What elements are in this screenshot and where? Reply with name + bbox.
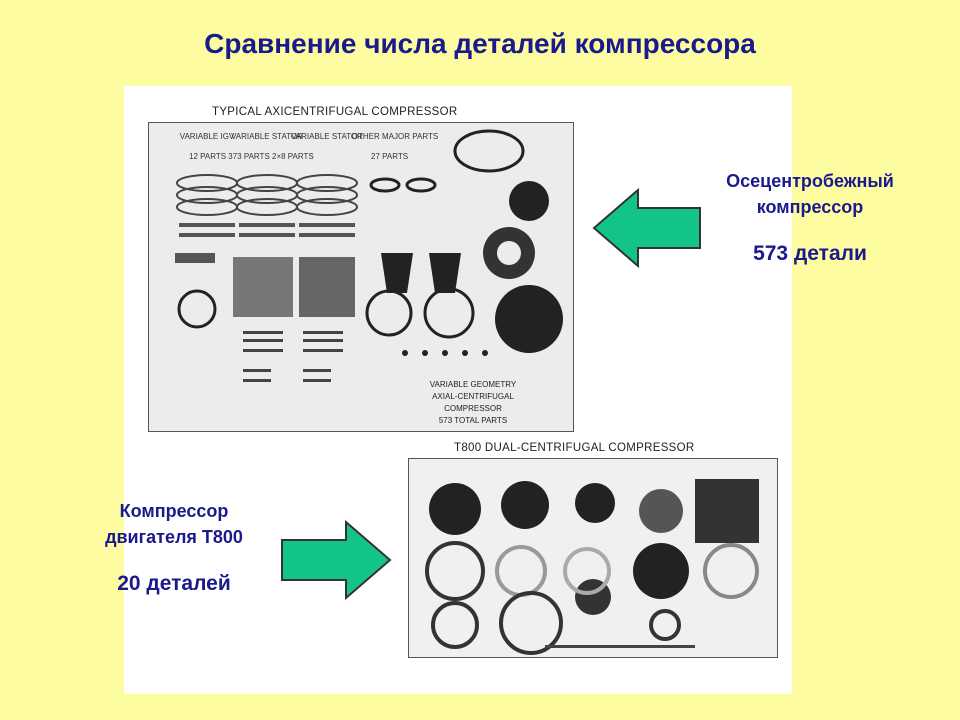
note-line-4: 573 TOTAL PARTS <box>439 416 507 425</box>
note-line-1: VARIABLE GEOMETRY <box>430 380 517 389</box>
other-parts-count: 27 PARTS <box>371 152 408 161</box>
top-photo-caption: TYPICAL AXICENTRIFUGAL COMPRESSOR <box>212 106 458 118</box>
axicentrifugal-label-line2: компрессор <box>756 197 864 217</box>
col4-header: OTHER MAJOR PARTS <box>352 132 438 141</box>
t800-label-line1: Компрессор <box>119 501 229 521</box>
axicentrifugal-label: Осецентробежный компрессор 573 детали <box>700 168 920 266</box>
parts-line: 12 PARTS 373 PARTS 2×8 PARTS <box>189 152 314 161</box>
bottom-photo-caption: T800 DUAL-CENTRIFUGAL COMPRESSOR <box>454 442 695 454</box>
arrow-left-icon <box>592 187 701 269</box>
axicentrifugal-parts-image: VARIABLE IGV VARIABLE STATOR VARIABLE ST… <box>149 123 573 431</box>
col1-header: VARIABLE IGV <box>180 132 235 141</box>
t800-parts-image <box>409 459 777 657</box>
note-line-3: COMPRESSOR <box>444 404 502 413</box>
col3-header: VARIABLE STATOR <box>291 132 363 141</box>
arrow-right-icon <box>281 519 392 601</box>
col2-header: VARIABLE STATOR <box>231 132 303 141</box>
axicentrifugal-label-line1: Осецентробежный <box>726 171 894 191</box>
t800-part-count: 20 деталей <box>117 572 231 595</box>
axicentrifugal-part-count: 573 детали <box>753 242 867 265</box>
note-line-2: AXIAL-CENTRIFUGAL <box>432 392 514 401</box>
t800-label: Компрессор двигателя Т800 20 деталей <box>64 498 284 596</box>
slide-title: Сравнение числа деталей компрессора <box>204 28 756 59</box>
photo-panel: TYPICAL AXICENTRIFUGAL COMPRESSOR VARIAB… <box>124 86 792 694</box>
axicentrifugal-parts-photo: VARIABLE IGV VARIABLE STATOR VARIABLE ST… <box>148 122 574 432</box>
t800-label-line2: двигателя Т800 <box>105 527 243 547</box>
t800-parts-photo <box>408 458 778 658</box>
